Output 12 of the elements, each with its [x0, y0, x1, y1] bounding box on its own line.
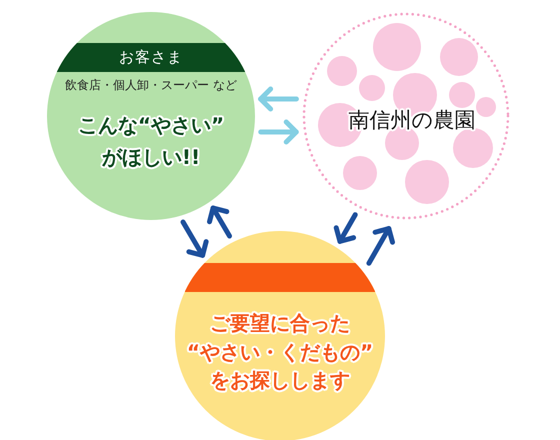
arrow [258, 120, 299, 144]
arrow [180, 220, 209, 258]
headline: ご要望に合った“やさい・くだもの”をお探しします [186, 310, 374, 394]
subtitle: 飲食店・個人卸・スーパー など [65, 77, 237, 93]
arrow [258, 86, 299, 112]
arrow [207, 206, 232, 239]
arrow [366, 226, 395, 266]
node-label: 南信州の農園 [348, 107, 476, 134]
headline: こんな“やさい”がほしい!! [76, 112, 226, 171]
dotted-circle [302, 12, 510, 220]
arrow [334, 212, 358, 244]
header-band: お客さま [56, 43, 246, 72]
